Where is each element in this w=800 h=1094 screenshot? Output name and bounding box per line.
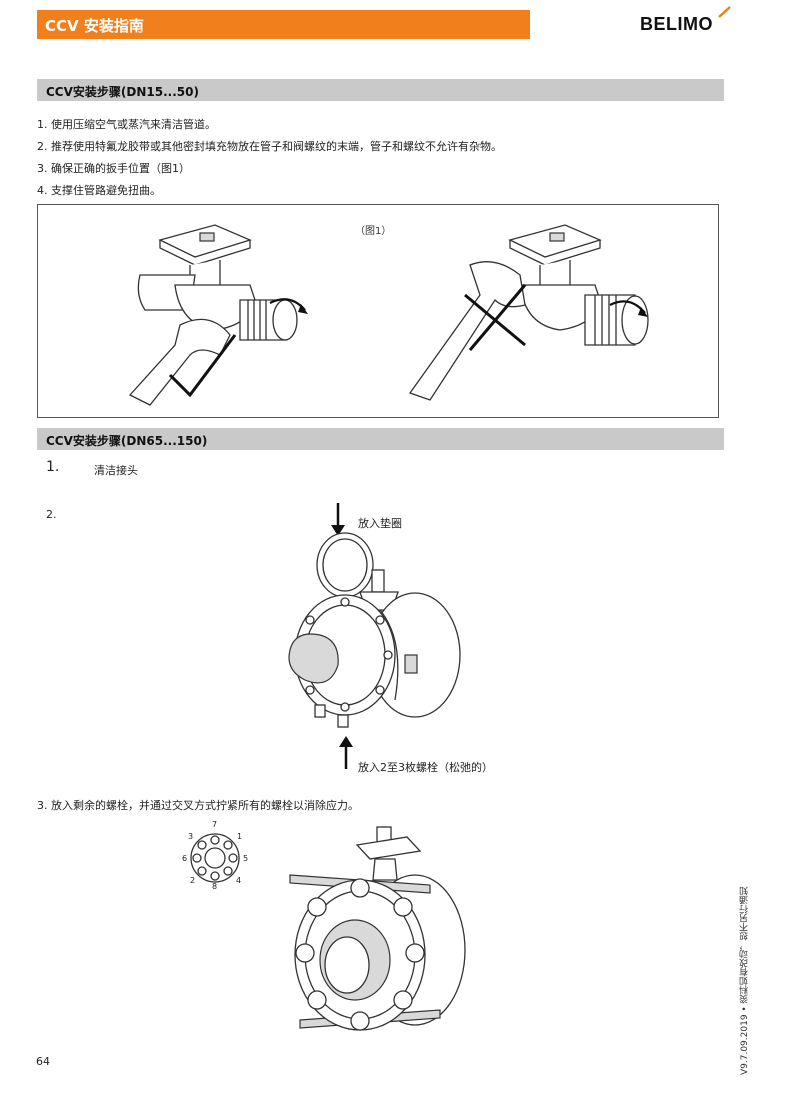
- step-2-number: 2.: [46, 508, 57, 521]
- step-4-text: 4. 支撑住管路避免扭曲。: [37, 184, 161, 197]
- loose-bolts-label: 放入2至3枚螺栓（松弛的）: [358, 761, 493, 774]
- step-2-text: 2. 推荐使用特氟龙胶带或其他密封填充物放在管子和阀螺纹的末端，管子和螺纹不允许…: [37, 140, 502, 153]
- bolt-order-label: 7: [212, 820, 218, 829]
- section-title-dn15-50: CCV安装步骤(DN15...50): [46, 85, 199, 99]
- page-title: CCV 安装指南: [45, 17, 144, 35]
- section-title-dn65-150: CCV安装步骤(DN65...150): [46, 434, 208, 448]
- bolt-order-label: 5: [243, 854, 249, 863]
- bolt-order-label: 6: [182, 854, 188, 863]
- flanged-valve-gasket-illustration: [288, 532, 461, 728]
- step-3-text: 3. 确保正确的扳手位置（图1）: [37, 162, 190, 175]
- bolt-order-label: 8: [212, 882, 218, 891]
- figure-1-caption: （图1）: [355, 226, 392, 237]
- brand-logo: BELIMO: [640, 14, 713, 34]
- arrow-down-icon: [331, 503, 345, 536]
- bolt-order-label: 1: [237, 832, 243, 841]
- page-number: 64: [36, 1055, 50, 1068]
- step-1-number: 1.: [46, 459, 60, 475]
- header-bar: [37, 10, 530, 39]
- step-1-clean-text: 清洁接头: [94, 464, 138, 477]
- bolt-order-label: 3: [188, 832, 194, 841]
- brand-mark-icon: [718, 6, 731, 18]
- bolt-order-label: 4: [236, 876, 242, 885]
- step-3-text: 3. 放入剩余的螺栓，并通过交叉方式拧紧所有的螺栓以消除应力。: [37, 799, 359, 812]
- bolt-order-diagram: 7 1 5 4 8 2 6 3: [180, 820, 250, 891]
- bolt-order-label: 2: [190, 876, 196, 885]
- arrow-up-icon: [339, 736, 353, 769]
- section-header-dn15-50: [37, 79, 724, 101]
- valve-wrench-correct-illustration: [128, 224, 308, 406]
- valve-wrench-incorrect-illustration: [408, 224, 649, 401]
- section-header-dn65-150: [37, 428, 724, 450]
- gasket-label: 放入垫圈: [358, 517, 402, 530]
- step-1-text: 1. 使用压缩空气或蒸汽来清洁管道。: [37, 118, 216, 131]
- flanged-valve-bolted-illustration: [289, 826, 466, 1031]
- revision-note: V9.7.09.2019 • 资料如有改动，恕不另行通知: [740, 886, 750, 1075]
